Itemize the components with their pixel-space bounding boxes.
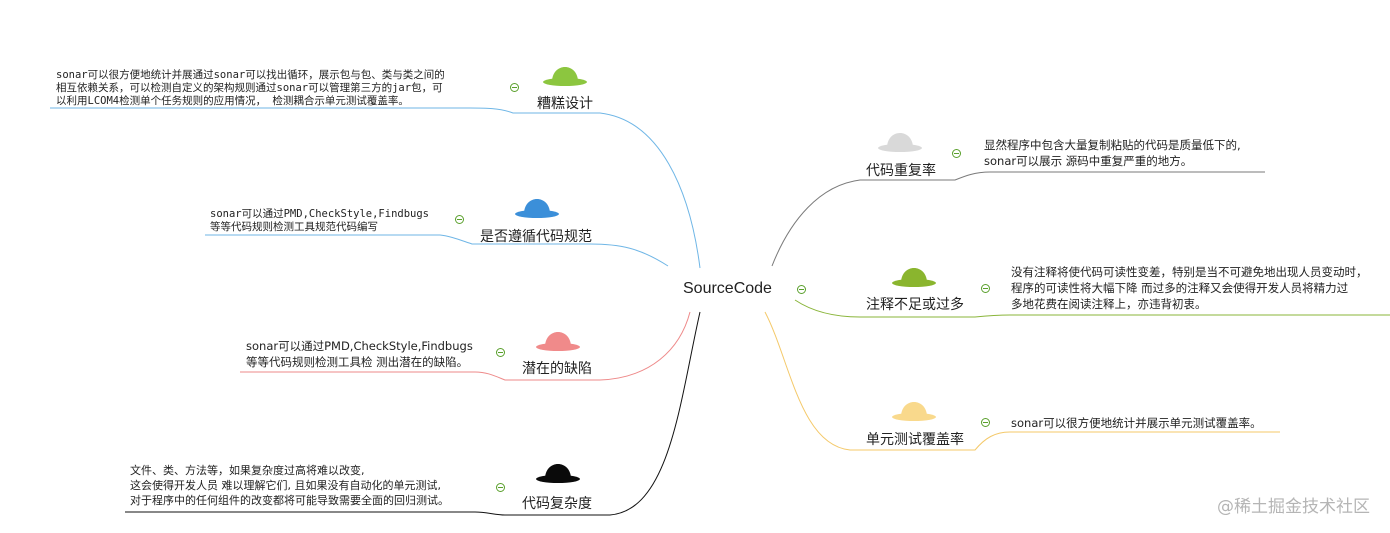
collapse-toggle-complexity[interactable] [496, 483, 505, 492]
note-line: 等等代码规则检测工具规范代码编写 [210, 221, 378, 233]
topic-comments[interactable]: 注释不足或过多 [866, 297, 964, 313]
topic-complexity[interactable]: 代码复杂度 [522, 496, 592, 512]
note-line: sonar可以很方便地统计并展通过sonar可以找出循环，展示包与包、类与类之间… [56, 69, 445, 81]
collapse-toggle-comments[interactable] [981, 284, 990, 293]
note-line: sonar可以通过PMD,CheckStyle,Findbugs [246, 339, 473, 353]
link-complexity [125, 311, 701, 516]
hat-icon-coverage [892, 402, 936, 421]
collapse-toggle-rough-design[interactable] [510, 83, 519, 92]
root-topic[interactable]: SourceCode [683, 280, 772, 297]
note-coding-rules: sonar可以通过PMD,CheckStyle,Findbugs 等等代码规则检… [210, 208, 429, 234]
note-complexity: 文件、类、方法等，如果复杂度过高将难以改变, 这会使得开发人员 难以理解它们, … [130, 463, 449, 508]
note-line: 没有注释将使代码可读性变差，特别是当不可避免地出现人员变动时， [1011, 265, 1368, 279]
note-coverage: sonar可以很方便地统计并展示单元测试覆盖率。 [1011, 415, 1262, 431]
link-duplication [771, 171, 1265, 267]
topic-rough-design[interactable]: 糟糕设计 [537, 96, 593, 112]
hat-icon-duplication [878, 133, 922, 152]
note-line: sonar可以通过PMD,CheckStyle,Findbugs [210, 208, 430, 220]
note-duplication: 显然程序中包含大量复制粘贴的代码是质量低下的, sonar可以展示 源码中重复严… [984, 137, 1241, 169]
collapse-toggle-potential-bugs[interactable] [496, 348, 505, 357]
note-line: sonar可以展示 源码中重复严重的地方。 [984, 154, 1193, 168]
note-rough-design: sonar可以很方便地统计并展通过sonar可以找出循环，展示包与包、类与类之间… [56, 69, 445, 108]
note-potential-bugs: sonar可以通过PMD,CheckStyle,Findbugs 等等代码规则检… [246, 338, 473, 370]
hat-icon-rough-design [543, 67, 587, 86]
link-comments [794, 299, 1390, 318]
hat-icon-comments [892, 268, 936, 287]
note-line: 显然程序中包含大量复制粘贴的代码是质量低下的, [984, 138, 1241, 152]
hat-icon-complexity [536, 464, 580, 483]
hat-icon-potential-bugs [536, 332, 580, 351]
root-collapse-toggle[interactable] [797, 285, 806, 294]
topic-duplication[interactable]: 代码重复率 [866, 163, 936, 179]
link-rough-design [50, 107, 701, 269]
link-potential-bugs [240, 311, 691, 381]
note-line: 程序的可读性将大幅下降 而过多的注释又会使得开发人员将精力过 [1011, 281, 1349, 295]
watermark: @稀土掘金技术社区 [1217, 497, 1370, 517]
note-line: 等等代码规则检测工具检 测出潜在的缺陷。 [246, 355, 469, 369]
topic-coding-rules[interactable]: 是否遵循代码规范 [480, 229, 592, 245]
collapse-toggle-duplication[interactable] [952, 149, 961, 158]
note-line: sonar可以很方便地统计并展示单元测试覆盖率。 [1011, 416, 1262, 430]
link-coverage [764, 311, 1280, 451]
collapse-toggle-coverage[interactable] [981, 418, 990, 427]
hat-icon-coding-rules [515, 199, 559, 218]
link-coding-rules [205, 234, 669, 267]
topic-coverage[interactable]: 单元测试覆盖率 [866, 432, 964, 448]
note-line: 多地花费在阅读注释上，亦违背初衷。 [1011, 297, 1207, 311]
note-line: 相互依赖关系，可以检测自定义的架构规则通过sonar可以管理第三方的jar包，可 [56, 82, 443, 94]
note-line: 对于程序中的任何组件的改变都将可能导致需要全面的回归测试。 [130, 494, 449, 507]
note-line: 这会使得开发人员 难以理解它们, 且如果没有自动化的单元测试, [130, 479, 441, 492]
topic-potential-bugs[interactable]: 潜在的缺陷 [522, 361, 592, 377]
note-line: 以利用LCOM4检测单个任务规则的应用情况， 检测耦合示单元测试覆盖率。 [56, 95, 409, 107]
note-comments: 没有注释将使代码可读性变差，特别是当不可避免地出现人员变动时， 程序的可读性将大… [1011, 264, 1368, 312]
collapse-toggle-coding-rules[interactable] [455, 215, 464, 224]
note-line: 文件、类、方法等，如果复杂度过高将难以改变, [130, 464, 365, 477]
